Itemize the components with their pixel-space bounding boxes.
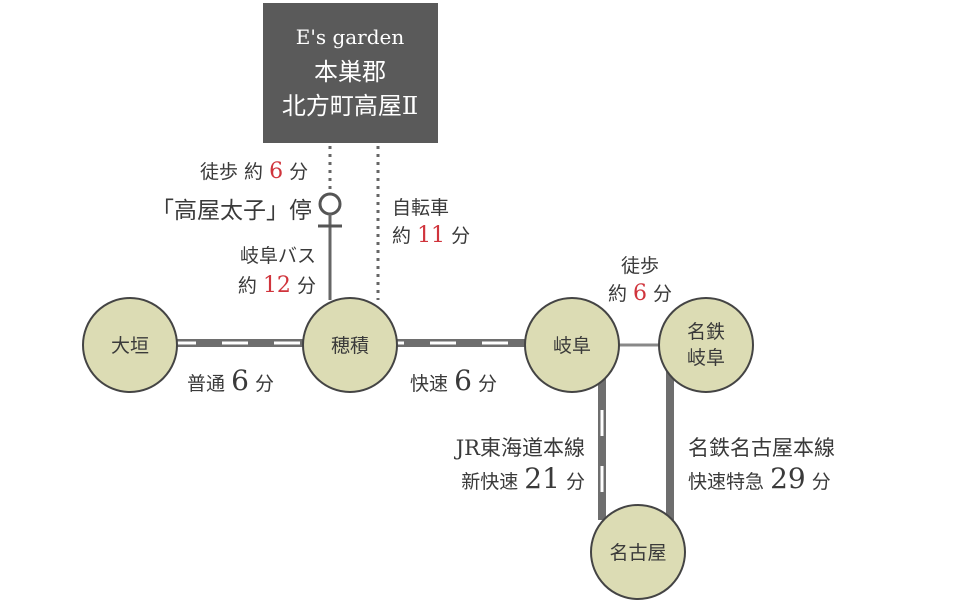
bike-label: 自転車 — [392, 197, 449, 219]
seg2-time: 快速 6 分 — [410, 364, 497, 397]
jr-line-label: JR東海道本線 — [454, 436, 585, 460]
station-meitetsu-gifu — [658, 297, 754, 393]
station-label: 大垣 — [111, 335, 149, 357]
meitetsu-time: 快速特急 29 分 — [688, 462, 831, 495]
station-label: 名鉄 — [687, 321, 725, 343]
property-district: 本巣郡 — [314, 58, 386, 86]
station-hozumi — [302, 297, 398, 393]
station-label: 名古屋 — [609, 542, 666, 564]
walk-top-label: 徒歩 約 6 分 — [200, 159, 308, 184]
bus-label: 岐阜バス — [240, 245, 316, 267]
bus-stop-icon — [318, 192, 342, 300]
bus-stop-name: 「高屋太子」停 — [151, 198, 312, 224]
station-gifu — [524, 297, 620, 393]
brand-name: E's garden — [296, 25, 405, 49]
bike-time: 約 11 分 — [392, 223, 470, 248]
station-label: 岐阜 — [687, 347, 725, 369]
jr-time: 新快速 21 分 — [461, 462, 585, 495]
station-nagoya — [590, 504, 686, 600]
seg1-time: 普通 6 分 — [187, 364, 274, 397]
station-ogaki — [82, 297, 178, 393]
meitetsu-line-label: 名鉄名古屋本線 — [688, 436, 835, 460]
property-town: 北方町高屋Ⅱ — [282, 92, 418, 120]
walk-gifu-time: 約 6 分 — [608, 281, 672, 306]
bus-time: 約 12 分 — [238, 273, 316, 298]
walk-gifu-label: 徒歩 — [621, 255, 659, 277]
station-label: 岐阜 — [553, 335, 591, 357]
station-label: 穂積 — [331, 335, 369, 357]
property-box: E's garden 本巣郡 北方町高屋Ⅱ — [263, 3, 438, 143]
